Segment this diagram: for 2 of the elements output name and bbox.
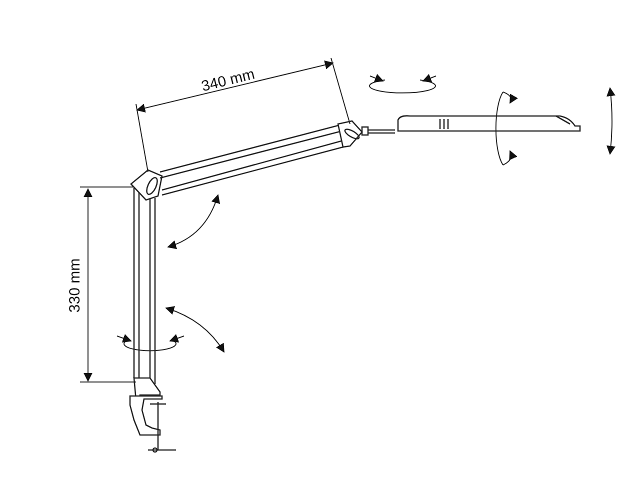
dimension-label: 340 mm (200, 66, 256, 94)
dimension-label: 330 mm (68, 258, 83, 312)
